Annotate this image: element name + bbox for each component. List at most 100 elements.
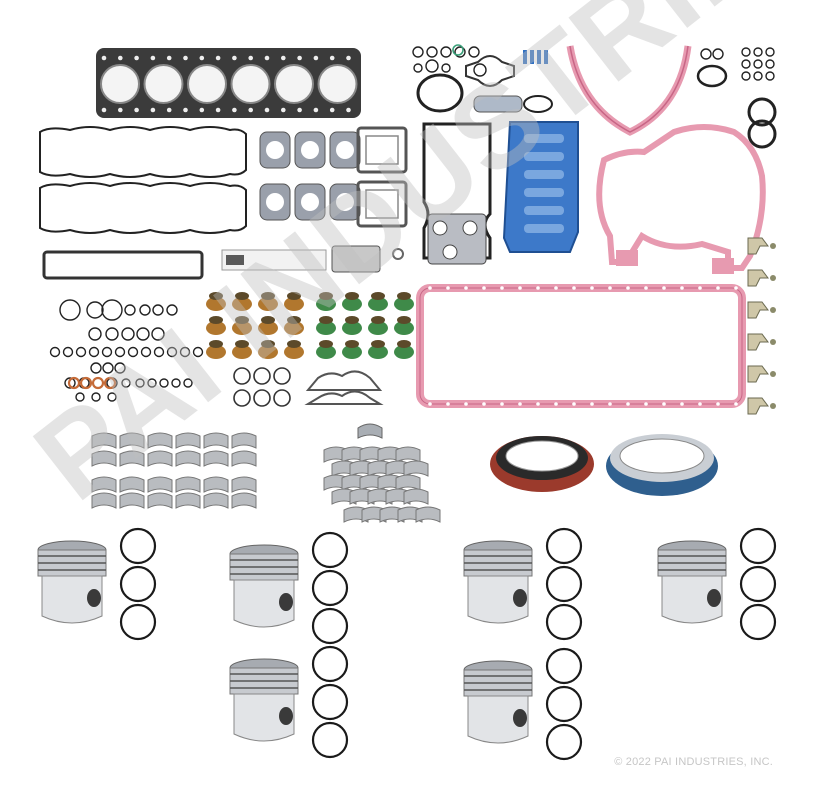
injector-seal xyxy=(273,389,291,407)
pan-bolt-hole xyxy=(464,402,468,406)
nozzle-bolt xyxy=(770,403,776,409)
pan-bolt-hole xyxy=(446,402,450,406)
seal-ring xyxy=(747,97,777,127)
valve-stem-seal-top xyxy=(287,316,301,324)
pan-bolt-hole xyxy=(428,286,432,290)
oval-o-ring xyxy=(523,95,553,113)
o-ring xyxy=(114,346,126,358)
o-ring xyxy=(192,346,204,358)
valve-stem-seal xyxy=(316,297,336,311)
piston-ring xyxy=(311,721,349,759)
valve-stem-seal xyxy=(284,297,304,311)
main-bearing-shell xyxy=(119,450,145,467)
o-ring xyxy=(765,71,775,81)
valve-stem-seal-top xyxy=(287,292,301,300)
o-ring xyxy=(88,327,102,341)
piston-ring xyxy=(119,565,157,603)
o-ring xyxy=(159,378,169,388)
pan-bolt-hole xyxy=(554,286,558,290)
piston-ring xyxy=(545,685,583,723)
valve-cover-gasket xyxy=(39,182,247,234)
valve-stem-seal xyxy=(316,321,336,335)
crank-seals xyxy=(490,434,718,496)
nozzle-bolt xyxy=(770,275,776,281)
timing-and-pan-gaskets xyxy=(416,45,776,415)
nozzle-bolt xyxy=(770,371,776,377)
valve-stem-seal-top xyxy=(319,292,333,300)
valve-stem-seal xyxy=(368,345,388,359)
valve-stem-seal-top xyxy=(235,316,249,324)
piston-ring xyxy=(739,603,777,641)
main-bearing-shell xyxy=(175,476,201,493)
large-o-ring xyxy=(416,73,464,113)
bolt-hole xyxy=(166,107,172,113)
valve-stem-seal xyxy=(232,297,252,311)
o-ring xyxy=(468,46,480,58)
oil-cooler-gaskets xyxy=(422,121,579,265)
adapter-port xyxy=(442,244,458,260)
valve-stem-seal-top xyxy=(397,316,411,324)
wrist-pin-bore xyxy=(279,593,293,611)
port-hole xyxy=(336,141,354,159)
main-bearing-shell xyxy=(231,476,257,493)
valve-stem-seal xyxy=(206,297,226,311)
valve-stem-seal-top xyxy=(261,316,275,324)
piston-ring xyxy=(739,527,777,565)
pan-bolt-hole xyxy=(644,402,648,406)
cooling-nozzle xyxy=(747,301,769,319)
main-bearing-shell xyxy=(231,492,257,509)
bolt-hole xyxy=(297,55,302,61)
bolt-hole xyxy=(118,107,123,113)
o-ring xyxy=(753,47,763,57)
main-bearing-shell xyxy=(91,450,117,467)
thermostat-gasket xyxy=(473,95,523,113)
main-bearing-shell xyxy=(203,432,229,449)
o-ring xyxy=(151,327,165,341)
main-bearing-shell xyxy=(203,492,229,509)
bolt-hole xyxy=(264,107,270,113)
valve-stem-seals xyxy=(206,292,414,359)
pan-bolt-hole xyxy=(482,402,486,406)
main-bearing-shell xyxy=(119,432,145,449)
pan-bolt-hole xyxy=(662,402,666,406)
nozzle-bolt xyxy=(770,339,776,345)
o-ring xyxy=(64,377,76,389)
bolt-hole xyxy=(232,107,237,113)
cooler-channel xyxy=(524,170,564,179)
o-ring xyxy=(88,346,100,358)
bolt-hole xyxy=(215,107,221,113)
piston-ring xyxy=(545,647,583,685)
pan-bolt-hole xyxy=(428,402,432,406)
o-ring xyxy=(62,346,74,358)
bolt-hole xyxy=(248,55,253,61)
o-ring xyxy=(425,59,439,73)
valve-stem-seal xyxy=(342,297,362,311)
gasket-tab xyxy=(616,250,638,266)
pan-bolt-hole xyxy=(464,286,468,290)
pan-bolt-hole xyxy=(698,402,702,406)
valve-stem-seal xyxy=(232,345,252,359)
valve-stem-seal xyxy=(258,345,278,359)
rod-bearing-shell xyxy=(403,488,429,505)
o-ring xyxy=(107,392,117,402)
valve-stem-seal-top xyxy=(371,292,385,300)
valve-stem-seal-top xyxy=(397,292,411,300)
bolt-hole xyxy=(215,55,221,61)
pan-bolt-hole xyxy=(446,286,450,290)
main-bearing-shell xyxy=(175,492,201,509)
pan-bolt-hole xyxy=(716,402,720,406)
label-logo-mark xyxy=(226,255,244,265)
valve-stem-seal xyxy=(258,297,278,311)
o-ring xyxy=(86,301,104,319)
nozzle-bolt xyxy=(770,243,776,249)
bolt-hole xyxy=(101,55,107,61)
piston-ring xyxy=(311,569,349,607)
oil-pan-gasket-edge xyxy=(419,287,743,405)
bolt-hole xyxy=(313,107,319,113)
green-o-ring xyxy=(452,44,464,56)
pan-bolt-hole xyxy=(734,402,738,406)
front-seal-bore xyxy=(505,440,579,472)
valve-stem-seal xyxy=(206,345,226,359)
o-ring xyxy=(166,304,178,316)
pan-bolt-hole xyxy=(680,402,684,406)
